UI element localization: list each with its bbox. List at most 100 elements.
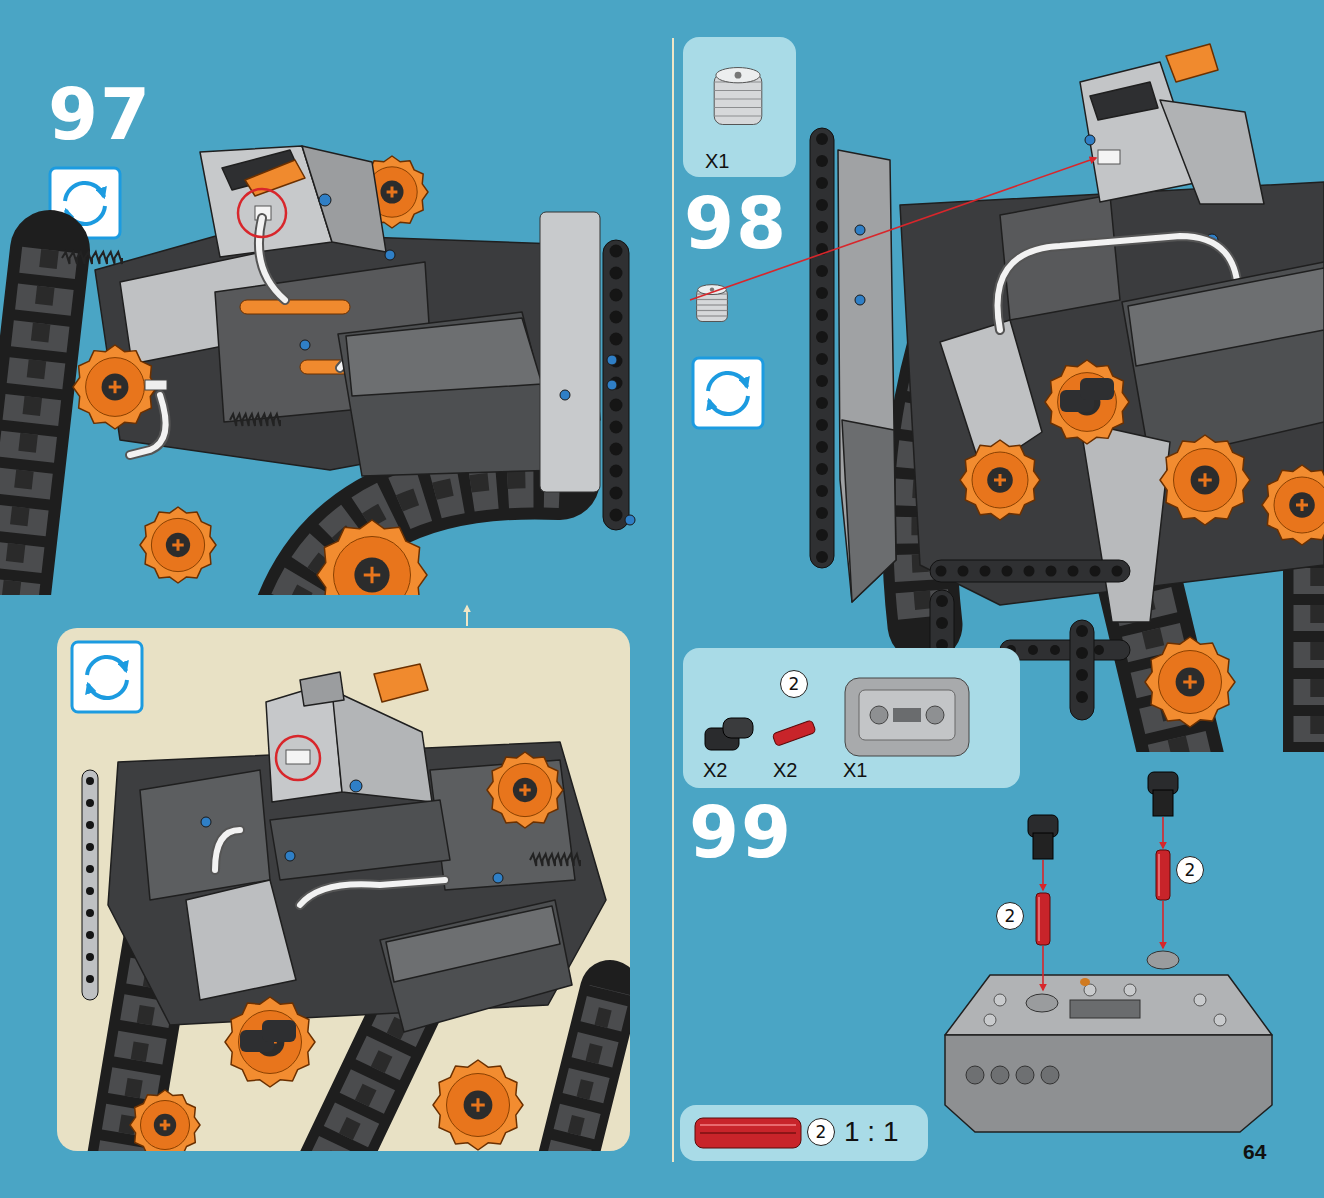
illustration-part	[697, 310, 728, 311]
illustration-part	[810, 128, 834, 568]
orange-wheel-rim	[1045, 360, 1129, 444]
white-hose	[130, 395, 166, 455]
illustration-part	[86, 843, 94, 851]
orange-wheel-rim	[140, 507, 216, 583]
orange-beak	[374, 664, 428, 702]
illustration-part	[1080, 978, 1090, 986]
illustration-part	[1191, 466, 1220, 495]
body-panel	[338, 312, 562, 476]
body-panel	[186, 880, 296, 1000]
orange-wheel	[1262, 465, 1324, 545]
illustration-part	[816, 397, 828, 409]
illustration-part	[1194, 994, 1206, 1006]
illustration-part	[1016, 1066, 1034, 1084]
body-panel	[1122, 262, 1324, 462]
illustration-part	[816, 507, 828, 519]
illustration-part	[72, 642, 142, 712]
illustration-part	[1002, 566, 1013, 577]
white-hose	[215, 830, 240, 870]
illustration-part	[8, 250, 50, 595]
illustration-part	[1158, 854, 1160, 896]
beam	[603, 240, 629, 530]
illustration-part	[464, 1091, 493, 1120]
red-pin	[1156, 850, 1170, 900]
body-panel	[1090, 82, 1158, 120]
illustration-part	[816, 287, 828, 299]
illustration-part	[1176, 668, 1205, 697]
illustration-part	[498, 763, 551, 816]
orange-wheel-rim	[1145, 637, 1235, 727]
part-icon	[683, 648, 1020, 788]
blue-pin	[350, 780, 362, 792]
illustration-part	[1076, 647, 1088, 659]
illustration-part	[215, 830, 240, 870]
illustration-part	[816, 551, 828, 563]
illustration-part	[984, 1014, 996, 1026]
body-panel	[945, 975, 1272, 1035]
illustration-part	[930, 590, 954, 720]
body-panel	[842, 420, 896, 602]
parts-box: 21 : 1	[680, 1105, 928, 1161]
part-icon	[680, 1105, 928, 1161]
body-panel	[380, 900, 572, 1032]
orange-wheel-rim	[487, 752, 563, 828]
illustration-part	[1296, 499, 1308, 511]
part-count: X1	[843, 760, 867, 780]
illustration-part	[1041, 1066, 1059, 1084]
step-number: 97	[48, 78, 152, 150]
illustration-part	[816, 485, 828, 497]
red-pin	[772, 720, 816, 747]
orange-wheel	[1045, 360, 1129, 444]
illustration-part	[513, 778, 537, 802]
illustration-part	[565, 990, 610, 1151]
illustration-part	[519, 784, 530, 795]
highlight-circle	[276, 736, 320, 780]
illustration-part	[65, 183, 104, 201]
illustration-part	[610, 311, 623, 324]
orange-wheel	[487, 752, 563, 828]
illustration-part	[936, 661, 948, 673]
illustration-part	[816, 331, 828, 343]
illustration-part	[471, 1098, 485, 1112]
black-connector	[1148, 772, 1178, 816]
assembly-arrow	[1162, 817, 1164, 848]
illustration-part	[936, 683, 948, 695]
parts-box: X1	[683, 37, 796, 177]
illustration-part	[936, 566, 947, 577]
illustration-part	[994, 474, 1006, 486]
illustration-part	[1068, 566, 1079, 577]
illustration-part	[1112, 566, 1123, 577]
illustration-part	[1080, 378, 1114, 400]
vertical-panel	[540, 212, 600, 492]
beam	[82, 770, 98, 1000]
illustration-part	[130, 395, 166, 455]
robot-step-98	[810, 44, 1324, 752]
illustration-part	[166, 533, 190, 557]
illustration-part	[1174, 449, 1237, 512]
white-hose	[259, 218, 285, 300]
illustration-part	[1026, 994, 1058, 1012]
orange-wheel-rim	[73, 345, 157, 429]
illustration-part	[816, 419, 828, 431]
beam	[810, 128, 834, 568]
illustration-part	[610, 509, 623, 522]
illustration-part	[1094, 645, 1104, 655]
body-panel	[1160, 100, 1264, 204]
axle	[286, 750, 310, 764]
parts-box: 2X2X2X1	[683, 648, 1020, 788]
blue-pin	[855, 225, 865, 235]
illustration-part	[364, 567, 381, 584]
illustration-part	[1028, 645, 1038, 655]
spring	[530, 854, 580, 866]
illustration-part	[1046, 566, 1057, 577]
wheel-rim	[714, 68, 762, 125]
illustration-part	[151, 518, 204, 571]
illustration-part	[1076, 669, 1088, 681]
illustration-part	[300, 880, 445, 905]
illustration-part	[994, 994, 1006, 1006]
illustration-part	[86, 953, 94, 961]
illustration-part	[1274, 477, 1324, 533]
red-pin	[1036, 893, 1050, 945]
illustration-part	[259, 218, 285, 300]
